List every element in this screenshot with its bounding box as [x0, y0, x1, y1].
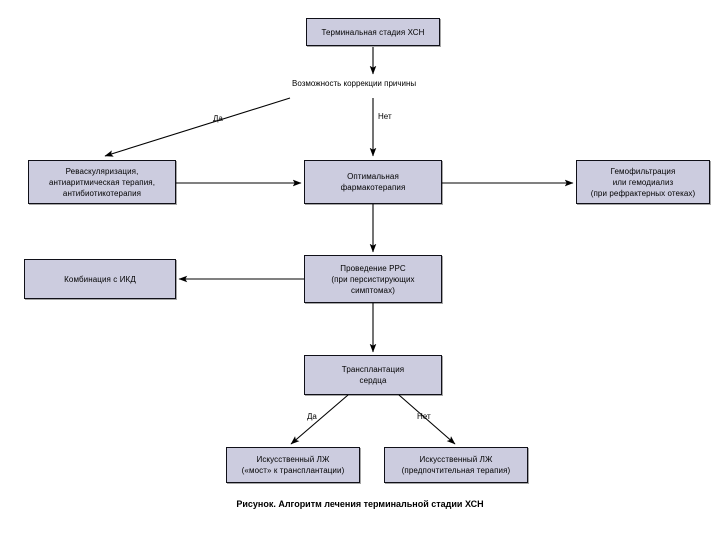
node-crt-procedure-line-2: (при персистирующих [331, 274, 415, 284]
node-revascularization[interactable]: Реваскуляризация, антиаритмическая терап… [28, 160, 176, 204]
node-optimal-pharmacotherapy-line-1: Оптимальная [347, 172, 399, 181]
node-heart-transplant-line-2: сердца [359, 376, 387, 385]
node-hemofiltration-line-2: или гемодиализ [612, 177, 674, 187]
node-hemofiltration-line-3: (при рефрактерных отеках) [590, 188, 696, 198]
node-terminal-stage-line-1: Терминальная стадия ХСН [321, 27, 425, 37]
node-icd-combination-line-1: Комбинация с ИКД [64, 274, 136, 284]
label-yes-bottom: Да [307, 412, 317, 421]
node-lvad-preferred-line-2: (предпочтительная терапия) [401, 466, 511, 475]
node-lvad-bridge-line-2: («мост» к трансплантации) [241, 466, 345, 475]
node-hemofiltration-line-1: Гемофильтрация [610, 166, 676, 176]
node-heart-transplant-line-1: Трансплантация [341, 365, 405, 374]
connector-transplant-to-lvad-bridge [290, 394, 349, 445]
node-crt-procedure-line-3: симптомах) [351, 285, 395, 295]
node-revascularization-line-2: антиаритмическая терапия, [48, 177, 156, 187]
node-crt-procedure-line-1: Проведение РРС [340, 263, 406, 273]
node-lvad-preferred-line-1: Искусственный ЛЖ [419, 455, 493, 464]
node-optimal-pharmacotherapy-line-2: фармакотерапия [340, 183, 406, 192]
node-terminal-stage[interactable]: Терминальная стадия ХСН [306, 18, 440, 46]
node-icd-combination[interactable]: Комбинация с ИКД [24, 259, 176, 299]
label-no-top: Нет [378, 112, 392, 121]
node-hemofiltration[interactable]: Гемофильтрация или гемодиализ (при рефра… [576, 160, 710, 204]
node-lvad-preferred[interactable]: Искусственный ЛЖ (предпочтительная терап… [384, 447, 528, 483]
label-yes-top: Да [213, 114, 223, 123]
node-lvad-bridge-line-1: Искусственный ЛЖ [256, 455, 330, 464]
node-revascularization-line-3: антибиотикотерапия [62, 188, 142, 198]
node-lvad-bridge[interactable]: Искусственный ЛЖ («мост» к трансплантаци… [226, 447, 360, 483]
node-heart-transplant[interactable]: Трансплантация сердца [304, 355, 442, 395]
connector-decision-to-revascularization [104, 97, 291, 157]
figure-caption: Рисунок. Алгоритм лечения терминальной с… [236, 499, 484, 509]
label-no-bottom: Нет [417, 412, 431, 421]
label-correction-question: Возможность коррекции причины [292, 79, 417, 88]
node-optimal-pharmacotherapy[interactable]: Оптимальная фармакотерапия [304, 160, 442, 204]
node-revascularization-line-1: Реваскуляризация, [65, 166, 139, 176]
node-crt-procedure[interactable]: Проведение РРС (при персистирующих симпт… [304, 255, 442, 303]
